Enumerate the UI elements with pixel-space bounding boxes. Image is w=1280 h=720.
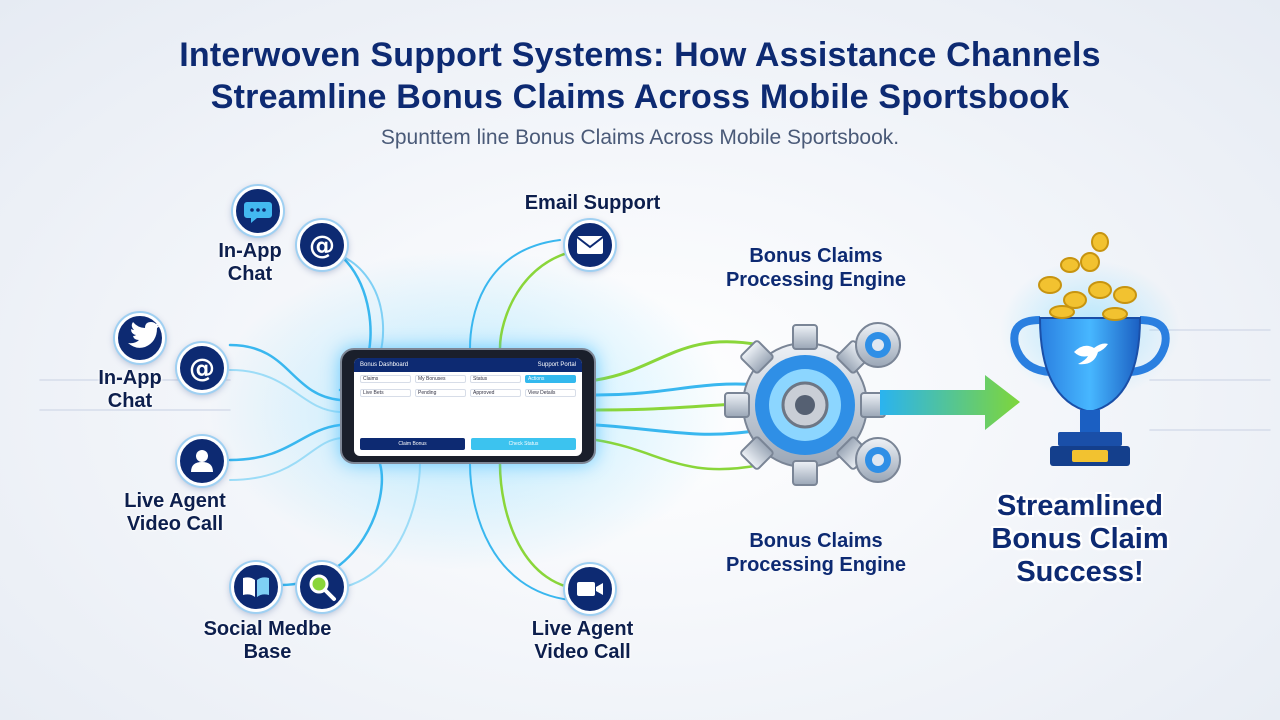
phone-app-bar: Bonus Dashboard Support Portal [354, 358, 582, 372]
success-label: Streamlined Bonus Claim Success! [991, 490, 1169, 588]
channel-label-social-media: Social Medbe Base [203, 618, 332, 663]
engine-label-bottom: Bonus Claims Processing Engine [725, 530, 907, 576]
chat-bubble-node[interactable] [233, 186, 283, 236]
chat-bubble-icon [244, 202, 272, 223]
title-line-1: Interwoven Support Systems: How Assistan… [179, 36, 1101, 74]
magnifier-icon [309, 574, 336, 601]
phone-cell[interactable]: Actions [525, 375, 576, 383]
claim-bonus-button[interactable]: Claim Bonus [360, 438, 465, 450]
phone-status: Support Portal [537, 362, 576, 368]
video-camera-icon [577, 582, 603, 596]
gear-icon [724, 322, 901, 486]
channel-label-email-support: Email Support [524, 192, 661, 214]
channel-label-live-agent-left: Live Agent Video Call [124, 490, 226, 535]
phone-cell[interactable]: Live Bets [360, 389, 411, 397]
check-status-button[interactable]: Check Status [471, 438, 576, 450]
envelope-node[interactable] [565, 220, 615, 270]
phone-cell[interactable]: Approved [470, 389, 521, 397]
phone-row-2: Live Bets Pending Approved View Details [354, 386, 582, 400]
magnifier-node[interactable] [297, 562, 347, 612]
phone-cell[interactable]: Claims [360, 375, 411, 383]
book-node[interactable] [231, 562, 281, 612]
at-sign-node-left[interactable]: @ [177, 343, 227, 393]
arrow-right-icon [880, 375, 1020, 430]
bird-node[interactable] [115, 313, 165, 363]
at-sign-node[interactable]: @ [297, 220, 347, 270]
page-subtitle: Spunttem line Bonus Claims Across Mobile… [380, 126, 900, 149]
video-camera-node[interactable] [565, 564, 615, 614]
page-title: Interwoven Support Systems: How Assistan… [0, 34, 1280, 118]
at-sign-icon: @ [309, 231, 335, 261]
title-line-2: Streamline Bonus Claims Across Mobile Sp… [210, 78, 1070, 116]
phone-cell[interactable]: Status [470, 375, 521, 383]
channel-label-inapp-chat-left: In-App Chat [98, 367, 162, 412]
mobile-phone: Bonus Dashboard Support Portal Claims My… [340, 348, 596, 464]
phone-app-name: Bonus Dashboard [360, 362, 409, 368]
svg-text:@: @ [189, 354, 215, 384]
phone-cell[interactable]: My Bonuses [415, 375, 466, 383]
person-icon [191, 450, 213, 472]
phone-cell[interactable]: View Details [525, 389, 576, 397]
phone-row-1: Claims My Bonuses Status Actions [354, 372, 582, 386]
phone-screen: Bonus Dashboard Support Portal Claims My… [354, 358, 582, 456]
channel-label-live-agent-bottom: Live Agent Video Call [531, 618, 634, 663]
bird-icon [128, 322, 160, 348]
person-node[interactable] [177, 436, 227, 486]
channel-label-inapp-chat-top: In-App Chat [218, 240, 282, 285]
book-icon [243, 577, 269, 597]
engine-label-top: Bonus Claims Processing Engine [725, 245, 907, 291]
phone-cell[interactable]: Pending [415, 389, 466, 397]
coin-icon [1038, 232, 1137, 321]
phone-buttons: Claim Bonus Check Status [360, 438, 576, 450]
envelope-icon [576, 236, 604, 254]
at-sign-icon: @ [189, 354, 215, 384]
svg-text:@: @ [309, 231, 335, 261]
